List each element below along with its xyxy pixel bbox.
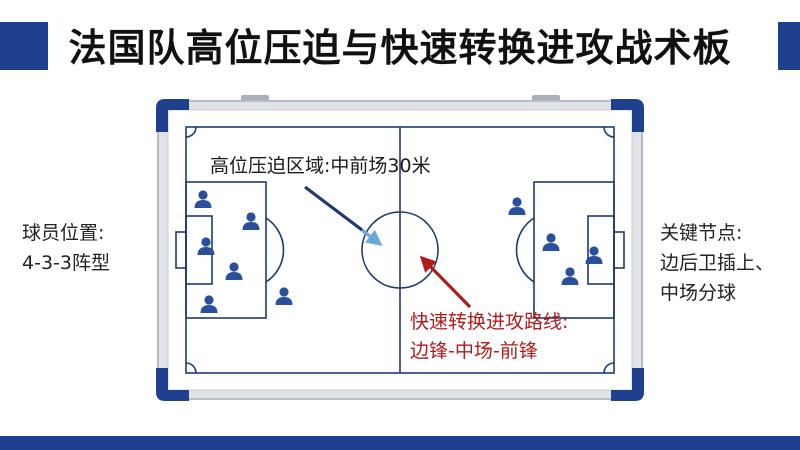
key-nodes-label: 关键节点: [660, 222, 743, 244]
page-title: 法国队高位压迫与快速转换进攻战术板 [68, 26, 732, 70]
top-right-accent-stripe [778, 22, 800, 70]
center-circle [361, 211, 439, 289]
key-node-fullback: 边后卫插上、 [660, 252, 775, 274]
right-penalty-arc [515, 217, 535, 283]
corner-arc-tl [185, 126, 197, 138]
corner-arc-tr [603, 126, 615, 138]
pressing-zone-label: 高位压迫区域:中前场30米 [210, 155, 431, 177]
bottom-accent-bar [0, 436, 800, 450]
formation-label: 4-3-3阵型 [22, 252, 110, 274]
transition-route-path: 边锋-中场-前锋 [410, 340, 538, 362]
transition-arrow [419, 255, 472, 309]
right-goal [613, 231, 625, 269]
board-corner-caps [156, 99, 644, 401]
corner-arc-bl [185, 362, 197, 374]
corner-arc-br [603, 362, 615, 374]
transition-route-label: 快速转换进攻路线: [410, 311, 568, 333]
football-pitch [175, 126, 625, 374]
top-left-accent-stripe [0, 22, 48, 70]
left-goal [175, 231, 187, 269]
key-node-midfield: 中场分球 [660, 282, 737, 304]
player-position-note: 球员位置: 4-3-3阵型 [22, 218, 110, 278]
key-nodes-note: 关键节点: 边后卫插上、 中场分球 [660, 218, 774, 308]
left-penalty-arc [265, 217, 285, 283]
player-position-label: 球员位置: [22, 222, 105, 244]
pressing-arrow [304, 185, 383, 246]
